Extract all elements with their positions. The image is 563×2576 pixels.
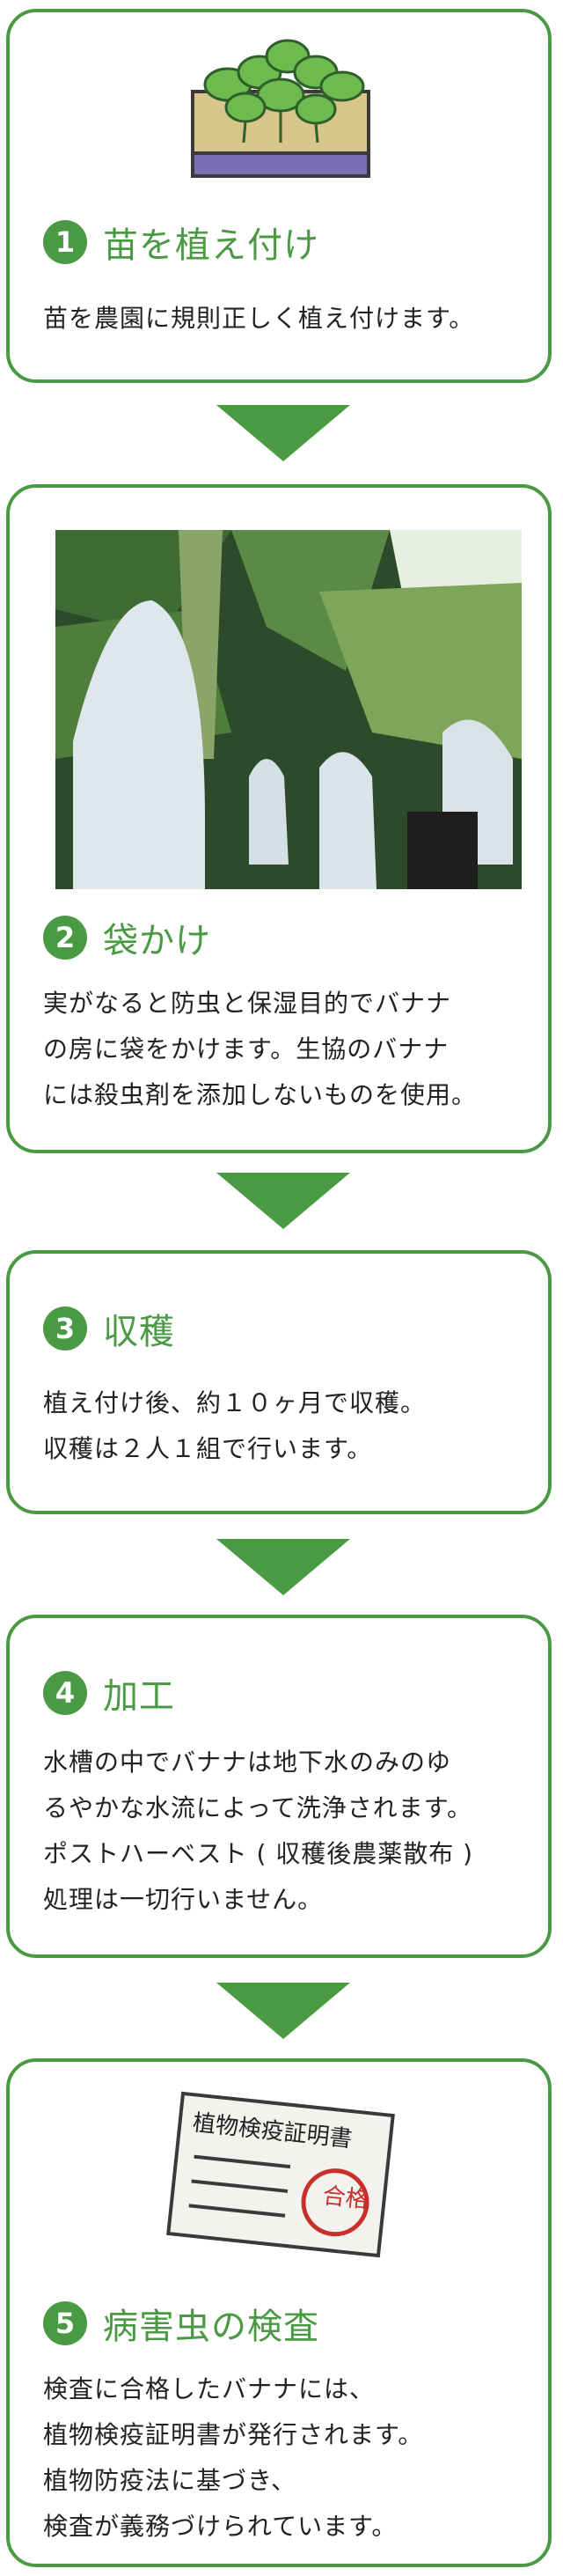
step-heading-5: 5 病害虫の検査: [43, 2298, 319, 2349]
step-description-1: 苗を農園に規則正しく植え付けます。: [43, 296, 522, 342]
seedling-tray-icon: [191, 39, 370, 178]
certificate-stamp: 合格: [321, 2182, 370, 2214]
step-heading-1: 1 苗を植え付け: [43, 217, 319, 268]
desc-line: ポストハーベスト ( 収穫後農薬散布 ): [43, 1839, 474, 1868]
step-title-1: 苗を植え付け: [103, 225, 319, 266]
step-card-4: 4 加工 水槽の中でバナナは地下水のみのゆ るやかな水流によって洗浄されます。 …: [6, 1615, 552, 1958]
desc-line: 植物防疫法に基づき、: [43, 2466, 297, 2495]
desc-line: 実がなると防虫と保湿目的でバナナ: [43, 989, 452, 1018]
desc-line: 検査に合格したバナナには、: [43, 2374, 376, 2403]
arrow-down-icon: [216, 405, 350, 461]
step-card-5: 植物検疫証明書 合格 5 病害虫の検査 検査に合格したバナナには、 植物検疫証明…: [6, 2058, 552, 2567]
desc-line: の房に袋をかけます。生協のバナナ: [43, 1034, 450, 1064]
step-number-5: 5: [43, 2301, 87, 2345]
step-title-2: 袋かけ: [103, 921, 211, 961]
desc-line: 処理は一切行いません。: [43, 1885, 324, 1914]
step-number-3: 3: [43, 1306, 87, 1351]
certificate-icon: [166, 2091, 395, 2258]
step-title-4: 加工: [103, 1676, 175, 1717]
step-description-5: 検査に合格したバナナには、 植物検疫証明書が発行されます。 植物防疫法に基づき、…: [43, 2366, 522, 2550]
step-heading-2: 2 袋かけ: [43, 912, 211, 963]
step-number-1: 1: [43, 220, 87, 264]
desc-line: 検査が義務づけられています。: [43, 2512, 398, 2541]
desc-line: 水槽の中でバナナは地下水のみのゆ: [43, 1748, 452, 1777]
desc-line: 植物検疫証明書が発行されます。: [43, 2420, 424, 2449]
step-title-5: 病害虫の検査: [103, 2307, 319, 2347]
banana-bag-photo: [55, 530, 522, 889]
step-card-3: 3 収穫 植え付け後、約１０ヶ月で収穫。 収穫は２人１組で行います。: [6, 1250, 552, 1514]
step-description-2: 実がなると防虫と保湿目的でバナナ の房に袋をかけます。生協のバナナ には殺虫剤を…: [43, 981, 522, 1118]
step-description-4: 水槽の中でバナナは地下水のみのゆ るやかな水流によって洗浄されます。 ポストハー…: [43, 1740, 522, 1923]
desc-line: るやかな水流によって洗浄されます。: [43, 1793, 472, 1822]
desc-line: には殺虫剤を添加しないものを使用。: [43, 1080, 478, 1109]
step-description-3: 植え付け後、約１０ヶ月で収穫。 収穫は２人１組で行います。: [43, 1380, 522, 1472]
step-number-2: 2: [43, 916, 87, 960]
step-heading-3: 3 収穫: [43, 1303, 175, 1354]
arrow-down-icon: [216, 1539, 350, 1595]
arrow-down-icon: [216, 1173, 350, 1229]
step-card-1: 1 苗を植え付け 苗を農園に規則正しく植え付けます。: [6, 9, 552, 383]
step-card-2: 2 袋かけ 実がなると防虫と保湿目的でバナナ の房に袋をかけます。生協のバナナ …: [6, 484, 552, 1153]
step-title-3: 収穫: [103, 1312, 175, 1352]
step-heading-4: 4 加工: [43, 1667, 175, 1719]
desc-line: 苗を農園に規則正しく植え付けます。: [43, 304, 475, 333]
desc-line: 収穫は２人１組で行います。: [43, 1434, 373, 1463]
arrow-down-icon: [216, 1983, 350, 2039]
step-number-4: 4: [43, 1671, 87, 1715]
desc-line: 植え付け後、約１０ヶ月で収穫。: [43, 1388, 427, 1417]
